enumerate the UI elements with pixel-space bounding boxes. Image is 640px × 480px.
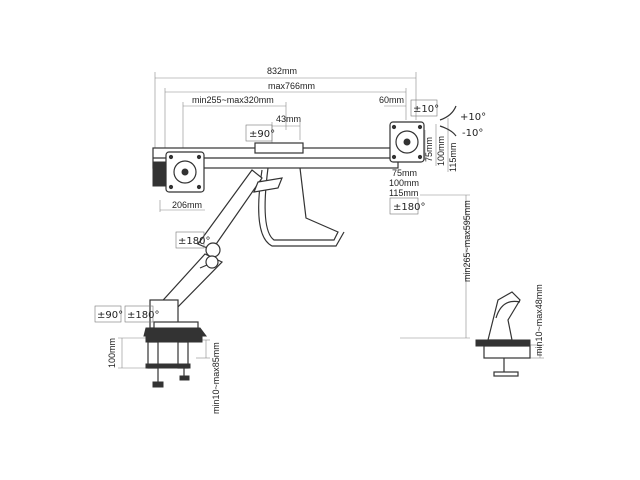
label-clamp-height: 100mm bbox=[107, 338, 117, 368]
label-vesa-100: 100mm bbox=[436, 136, 446, 166]
label-arm-span: min255~max320mm bbox=[192, 95, 274, 105]
label-offset-43: 43mm bbox=[276, 114, 301, 124]
label-height-range: min265~max595mm bbox=[462, 200, 472, 282]
crossbar bbox=[152, 142, 399, 187]
label-swivel-90-top: ±90° bbox=[249, 129, 275, 140]
label-tilt-down: -10° bbox=[462, 128, 483, 139]
upper-arm bbox=[197, 169, 283, 258]
label-lower-206: 206mm bbox=[172, 200, 202, 210]
label-rotate-180-base: ±180° bbox=[127, 310, 159, 321]
label-grommet-range: min10~max48mm bbox=[534, 284, 544, 356]
label-vesa-100b: 100mm bbox=[389, 178, 419, 188]
label-clamp-range: min10~max85mm bbox=[211, 342, 221, 414]
rotation-labels: ±10° +10° -10° ±90° ±180° ±180° ±90° ±18… bbox=[97, 104, 486, 321]
label-rotate-180-right: ±180° bbox=[393, 202, 425, 213]
label-rotate-180-arm: ±180° bbox=[178, 236, 210, 247]
label-vesa-75: 75mm bbox=[424, 137, 434, 162]
desk-clamp bbox=[145, 335, 203, 388]
rotation-indicators bbox=[94, 99, 457, 323]
label-overall-width: 832mm bbox=[267, 66, 297, 76]
grommet-mount bbox=[475, 291, 531, 377]
label-swivel-90-base: ±90° bbox=[97, 310, 123, 321]
right-vesa-plate bbox=[389, 121, 425, 163]
left-vesa-plate bbox=[165, 151, 205, 193]
label-vesa-75b: 75mm bbox=[392, 168, 417, 178]
label-offset-60: 60mm bbox=[379, 95, 404, 105]
label-tilt-up: +10° bbox=[460, 112, 486, 123]
dimension-labels: 832mm max766mm min255~max320mm 60mm 43mm… bbox=[107, 66, 544, 414]
label-vesa-115b: 115mm bbox=[389, 188, 418, 198]
label-vesa-115: 115mm bbox=[448, 143, 458, 172]
label-tilt-top: ±10° bbox=[413, 104, 439, 115]
label-max-width: max766mm bbox=[268, 81, 315, 91]
